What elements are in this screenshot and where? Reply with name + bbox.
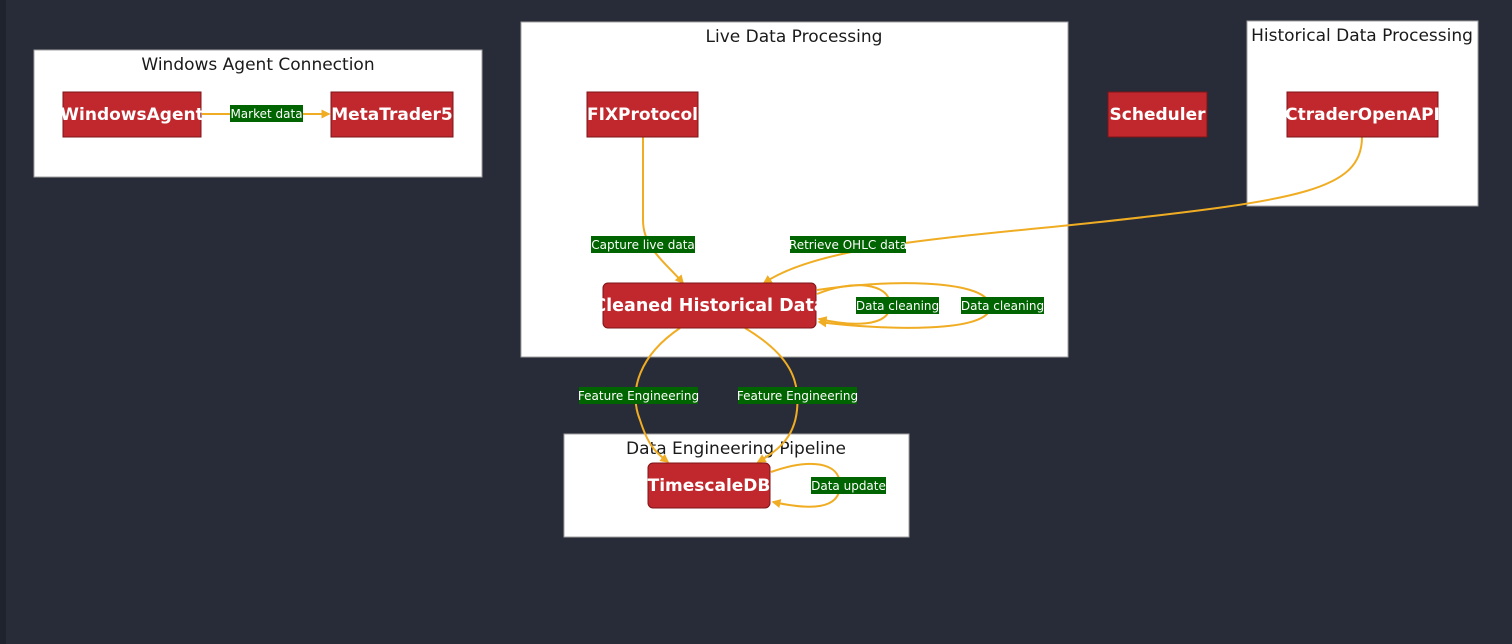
edge-label-data-update: Data update <box>811 479 886 493</box>
cluster-title: Data Engineering Pipeline <box>626 439 846 459</box>
node-label: CtraderOpenAPI <box>1285 105 1440 125</box>
node-metatrader5[interactable]: MetaTrader5 <box>330 91 454 138</box>
node-label: TimescaleDB <box>648 476 771 496</box>
edge-feature-engineering-1 <box>634 327 681 463</box>
edge-label-market-data: Market data <box>230 107 302 121</box>
node-cleaned-historical-data[interactable]: Cleaned Historical Data <box>593 282 826 329</box>
edge-label-feature-engineering-1: Feature Engineering <box>578 389 699 403</box>
node-fix-protocol[interactable]: FIXProtocol <box>586 91 699 138</box>
edge-feature-engineering-2 <box>744 327 799 463</box>
edge-retrieve-ohlc-data <box>762 136 1363 284</box>
edge-labels: Market data Capture live data Retrieve O… <box>230 105 1044 494</box>
node-label: FIXProtocol <box>587 105 698 125</box>
node-label: Scheduler <box>1110 105 1207 125</box>
node-windows-agent[interactable]: WindowsAgent <box>60 91 204 138</box>
cluster-title: Historical Data Processing <box>1251 26 1473 46</box>
edge-label-capture-live-data: Capture live data <box>591 238 695 252</box>
node-label: WindowsAgent <box>60 105 203 125</box>
left-edge-strip <box>0 0 6 644</box>
node-label: MetaTrader5 <box>331 105 453 125</box>
node-label: Cleaned Historical Data <box>593 296 825 316</box>
edge-label-data-cleaning-1: Data cleaning <box>856 299 939 313</box>
node-ctrader-open-api[interactable]: CtraderOpenAPI <box>1285 91 1440 138</box>
node-scheduler[interactable]: Scheduler <box>1107 91 1208 138</box>
node-timescaledb[interactable]: TimescaleDB <box>647 462 771 509</box>
edge-label-feature-engineering-2: Feature Engineering <box>737 389 858 403</box>
cluster-title: Live Data Processing <box>706 27 883 47</box>
edge-label-retrieve-ohlc-data: Retrieve OHLC data <box>789 238 907 252</box>
cluster-title: Windows Agent Connection <box>141 55 374 75</box>
edge-label-data-cleaning-2: Data cleaning <box>961 299 1044 313</box>
